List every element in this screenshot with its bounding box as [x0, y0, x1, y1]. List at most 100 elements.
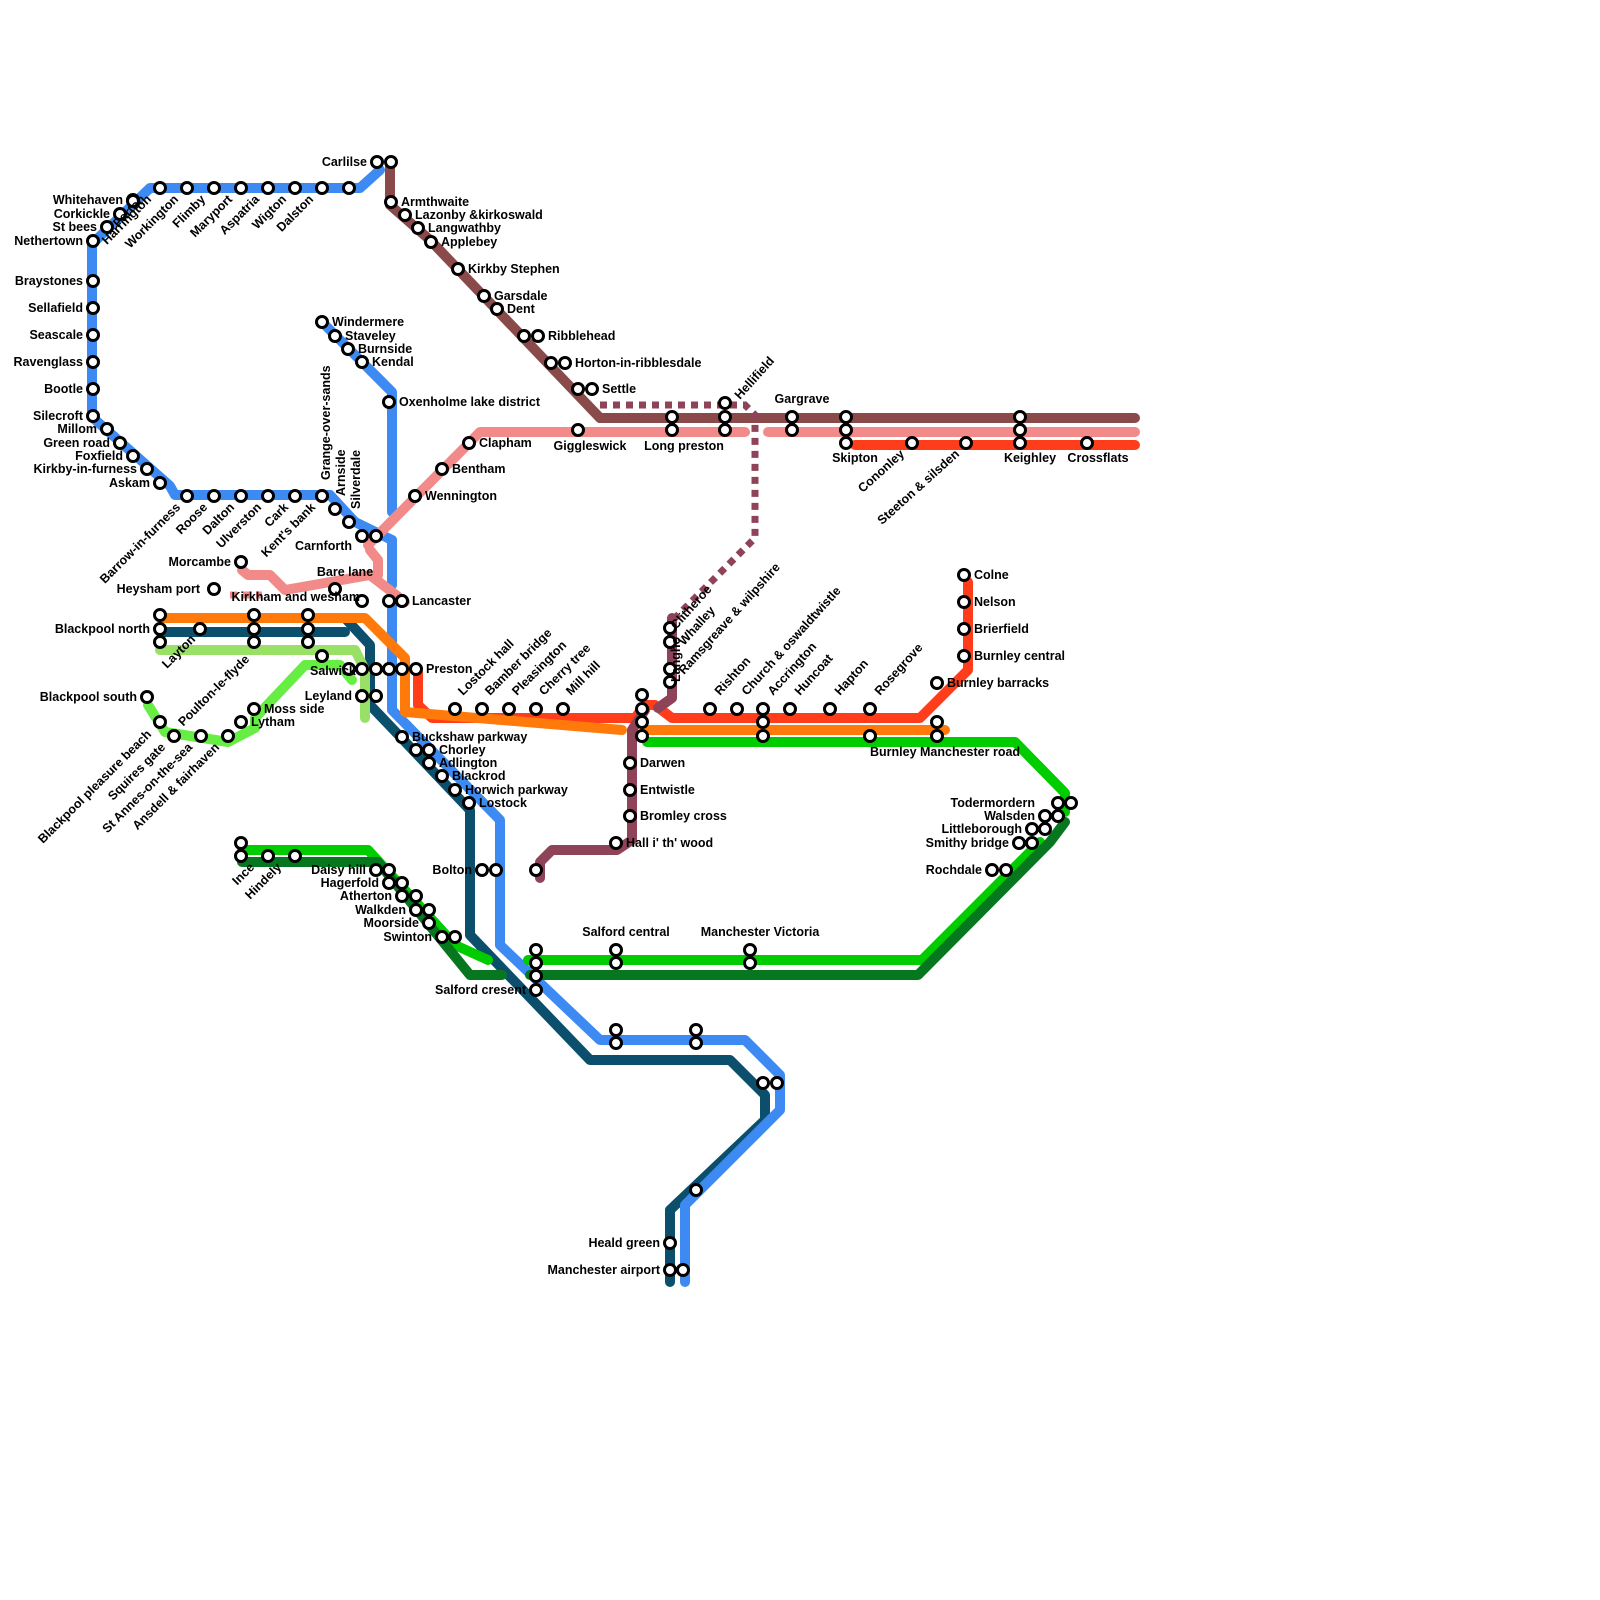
station-colne-marker[interactable]	[957, 568, 971, 582]
station-skipton-marker[interactable]	[839, 423, 853, 437]
station-preston-marker[interactable]	[382, 662, 396, 676]
station-settle-marker[interactable]	[585, 382, 599, 396]
station-bamber-bridge-marker[interactable]	[475, 702, 489, 716]
station-blackpool-north-marker[interactable]	[153, 608, 167, 622]
station-lancaster-marker[interactable]	[395, 594, 409, 608]
station-giggleswick-marker[interactable]	[571, 423, 585, 437]
station-buckshaw-parkway-marker[interactable]	[395, 730, 409, 744]
station-ulverston-marker[interactable]	[261, 489, 275, 503]
station-oxenholme-lake-district-marker[interactable]	[382, 395, 396, 409]
station-clitheroe-marker[interactable]	[635, 715, 649, 729]
station-lazonby-kirkoswald-marker[interactable]	[398, 208, 412, 222]
station-church-oswaldtwistle-marker[interactable]	[730, 702, 744, 716]
station-bolton-marker[interactable]	[489, 863, 503, 877]
station-littleborough-marker[interactable]	[1025, 822, 1039, 836]
station-salford-cresent-marker[interactable]	[609, 1036, 623, 1050]
station-applebey-marker[interactable]	[424, 235, 438, 249]
station-salford-central-marker[interactable]	[609, 956, 623, 970]
station-lostock-marker[interactable]	[462, 796, 476, 810]
station-lytham-marker[interactable]	[234, 715, 248, 729]
station-leyland-marker[interactable]	[355, 689, 369, 703]
station-atherton-marker[interactable]	[395, 889, 409, 903]
station-long-preston-marker[interactable]	[665, 410, 679, 424]
station-clitheroe-marker[interactable]	[635, 688, 649, 702]
station-entwistle-marker[interactable]	[623, 783, 637, 797]
station-blackrod-marker[interactable]	[435, 769, 449, 783]
station-dalston-marker[interactable]	[315, 181, 329, 195]
station-blackpool-pleasure-beach-marker[interactable]	[153, 715, 167, 729]
station-wigton-marker[interactable]	[288, 181, 302, 195]
station-lostock-hall-marker[interactable]	[448, 702, 462, 716]
station-dent-marker[interactable]	[490, 302, 504, 316]
station-heysham-port-marker[interactable]	[207, 582, 221, 596]
station-walkden-marker[interactable]	[422, 903, 436, 917]
station-burnley-barracks-marker[interactable]	[930, 676, 944, 690]
station-hagerfold-marker[interactable]	[395, 876, 409, 890]
station-burnside-marker[interactable]	[341, 342, 355, 356]
station-salford-cresent-marker[interactable]	[529, 969, 543, 983]
station-roose-marker[interactable]	[207, 489, 221, 503]
station-rosegrove-marker[interactable]	[863, 702, 877, 716]
station-manchester-airport-marker[interactable]	[676, 1263, 690, 1277]
station-preston-marker[interactable]	[355, 662, 369, 676]
station-adlington-marker[interactable]	[422, 756, 436, 770]
station-keighley-marker[interactable]	[1013, 410, 1027, 424]
station-cark-marker[interactable]	[288, 489, 302, 503]
station-wennington-marker[interactable]	[408, 489, 422, 503]
station-aspatria-marker[interactable]	[261, 181, 275, 195]
station-brierfield-marker[interactable]	[957, 622, 971, 636]
station-burnley-central-marker[interactable]	[957, 649, 971, 663]
station-skipton-marker[interactable]	[839, 410, 853, 424]
station-daisy-hill-marker[interactable]	[369, 863, 383, 877]
station-chorley-marker[interactable]	[409, 743, 423, 757]
station-walkden-marker[interactable]	[409, 903, 423, 917]
station-salford-cresent-marker[interactable]	[689, 1023, 703, 1037]
station-todermordern-marker[interactable]	[1064, 796, 1078, 810]
station-sellafield-marker[interactable]	[86, 301, 100, 315]
station-walsden-marker[interactable]	[1051, 809, 1065, 823]
station-hellifield-marker[interactable]	[718, 410, 732, 424]
station-blackpool-north-marker[interactable]	[153, 635, 167, 649]
station-salford-cresent-marker[interactable]	[756, 1076, 770, 1090]
station-hagerfold-marker[interactable]	[382, 876, 396, 890]
station-bentham-marker[interactable]	[435, 462, 449, 476]
station-gargrave-marker[interactable]	[785, 410, 799, 424]
station-maryport-marker[interactable]	[234, 181, 248, 195]
station-braystones-marker[interactable]	[86, 274, 100, 288]
station-salwick-marker[interactable]	[301, 608, 315, 622]
station-accrington-marker[interactable]	[756, 729, 770, 743]
station-blackpool-north-marker[interactable]	[153, 622, 167, 636]
station-layton-marker[interactable]	[193, 622, 207, 636]
station-carnforth-marker[interactable]	[355, 529, 369, 543]
station-kendal-marker[interactable]	[355, 355, 369, 369]
station-burnley-manchester-road-marker[interactable]	[930, 715, 944, 729]
station-millom-marker[interactable]	[100, 422, 114, 436]
station-atherton-marker[interactable]	[409, 889, 423, 903]
station-mill-hill-marker[interactable]	[556, 702, 570, 716]
station-st-annes-on-the-sea-marker[interactable]	[194, 729, 208, 743]
station-carlilse-marker[interactable]	[370, 155, 384, 169]
station-pleasington-marker[interactable]	[502, 702, 516, 716]
station-salford-cresent-marker[interactable]	[529, 943, 543, 957]
station-kirkby-in-furness-marker[interactable]	[140, 462, 154, 476]
station-rochdale-marker[interactable]	[999, 863, 1013, 877]
station-salwick-marker[interactable]	[301, 635, 315, 649]
station-cherry-tree-marker[interactable]	[529, 702, 543, 716]
station-nelson-marker[interactable]	[957, 595, 971, 609]
station-green-road-marker[interactable]	[113, 436, 127, 450]
station-harrington-marker[interactable]	[153, 181, 167, 195]
station-preston-marker[interactable]	[395, 662, 409, 676]
station-skipton-marker[interactable]	[839, 436, 853, 450]
station-daisy-hill-marker[interactable]	[382, 863, 396, 877]
station-foxfield-marker[interactable]	[126, 449, 140, 463]
station-arnside-marker[interactable]	[328, 502, 342, 516]
station-barrow-in-furness-marker[interactable]	[180, 489, 194, 503]
station-chorley-marker[interactable]	[422, 743, 436, 757]
station-kirkham-and-wesham-marker[interactable]	[355, 594, 369, 608]
station-crossflats-marker[interactable]	[1080, 436, 1094, 450]
station-ansdell-fairhaven-marker[interactable]	[221, 729, 235, 743]
station-hellifield-marker[interactable]	[718, 396, 732, 410]
station-clitheroe-marker[interactable]	[635, 729, 649, 743]
station-swinton-marker[interactable]	[448, 930, 462, 944]
station-rishton-marker[interactable]	[703, 702, 717, 716]
